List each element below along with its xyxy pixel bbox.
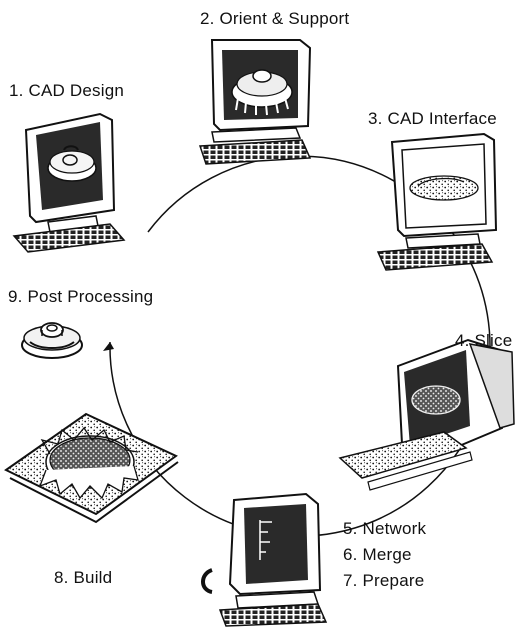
step-6-label: 6. Merge (343, 545, 412, 564)
slice-icon (338, 338, 515, 491)
orient-support-icon (198, 39, 312, 165)
step-3-label: 3. CAD Interface (368, 109, 497, 128)
step-5-label: 5. Network (343, 519, 427, 538)
step-4-label: 4. Slice (455, 331, 513, 350)
step-9-label: 9. Post Processing (8, 287, 154, 306)
cad-design-icon (12, 112, 126, 253)
step-2-label: 2. Orient & Support (200, 9, 350, 28)
step-7-label: 7. Prepare (343, 571, 425, 590)
build-plate-icon (4, 412, 179, 524)
finished-part-icon (21, 322, 83, 359)
step-8-label: 8. Build (54, 568, 113, 587)
terminal-workstation-icon (201, 492, 328, 627)
cad-interface-icon (376, 132, 498, 271)
step-1-label: 1. CAD Design (9, 81, 125, 100)
